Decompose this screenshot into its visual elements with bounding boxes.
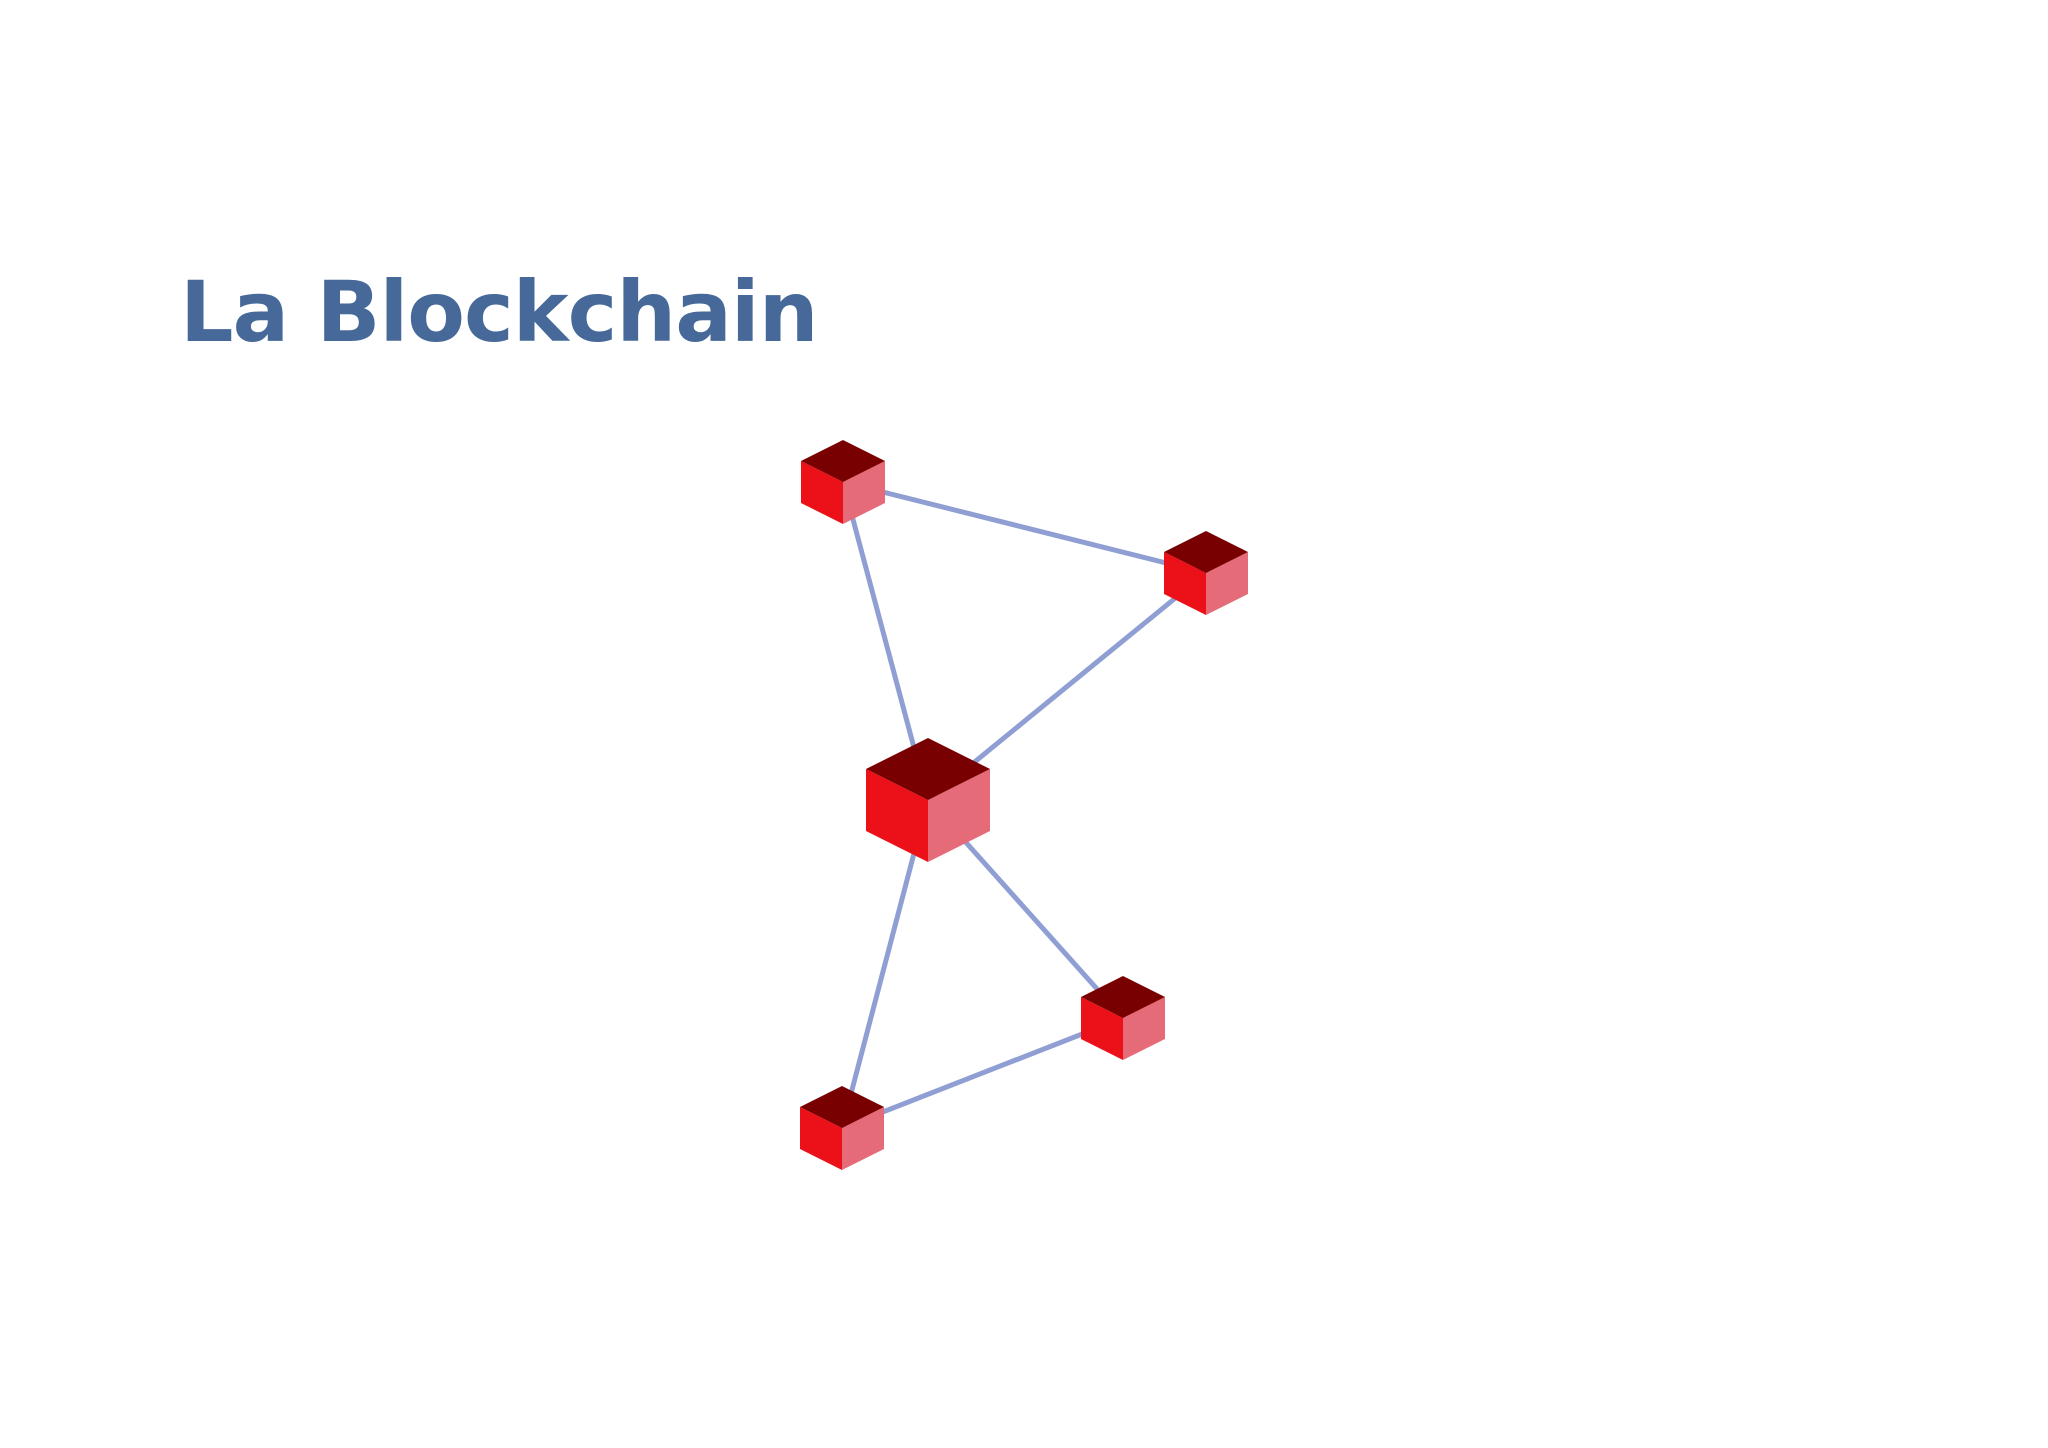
cube-icon bbox=[1164, 531, 1248, 615]
top-left-block bbox=[801, 440, 885, 524]
cube-top-face bbox=[1081, 976, 1165, 1018]
bottom-right-block bbox=[1081, 976, 1165, 1060]
cube-top-face bbox=[800, 1086, 884, 1128]
edge-bottom-left-block-to-bottom-right-block bbox=[839, 1015, 1126, 1131]
top-right-block bbox=[1164, 531, 1248, 615]
diagram-nodes bbox=[800, 440, 1248, 1170]
cube-icon bbox=[1081, 976, 1165, 1060]
cube-icon bbox=[866, 738, 990, 862]
edge-top-left-block-to-top-right-block bbox=[840, 479, 1209, 576]
page-title: La Blockchain bbox=[180, 263, 819, 361]
cube-icon bbox=[800, 1086, 884, 1170]
center-block bbox=[866, 738, 990, 862]
cube-icon bbox=[801, 440, 885, 524]
cube-top-face bbox=[866, 738, 990, 800]
cube-top-face bbox=[1164, 531, 1248, 573]
cube-top-face bbox=[801, 440, 885, 482]
bottom-left-block bbox=[800, 1086, 884, 1170]
